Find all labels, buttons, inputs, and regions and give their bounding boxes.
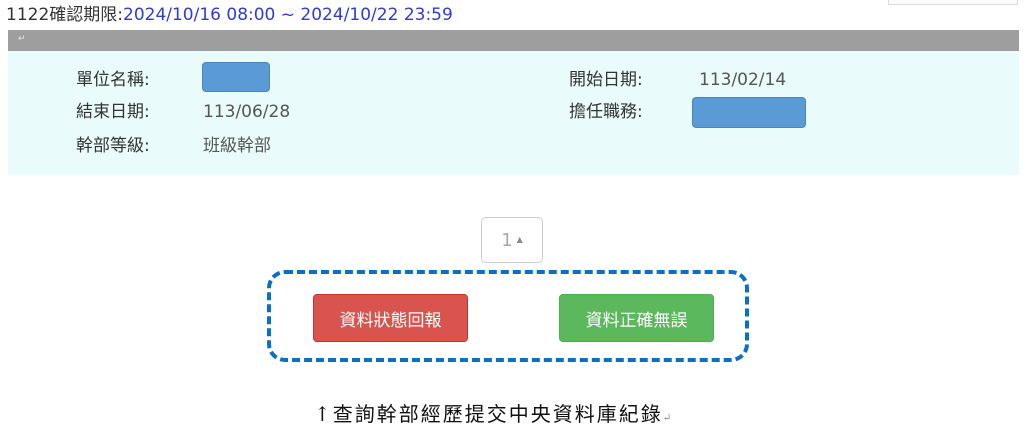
section-header-bar: ↵ bbox=[8, 30, 1019, 51]
confirmation-period-label: 1122確認期限: bbox=[6, 5, 123, 25]
confirmation-period-range: 2024/10/16 08:00 ~ 2024/10/22 23:59 bbox=[123, 5, 453, 25]
instruction-caption: ↑查詢幹部經歷提交中央資料庫紀錄↵ bbox=[314, 400, 671, 433]
position-redacted-value bbox=[692, 97, 806, 128]
position-label: 擔任職務: bbox=[569, 102, 643, 122]
cadre-level-value: 班級幹部 bbox=[203, 136, 271, 156]
caret-up-icon: ▲ bbox=[516, 235, 523, 244]
page-number-selector[interactable]: 1 ▲ bbox=[481, 217, 543, 263]
paragraph-mark: ↵ bbox=[18, 34, 26, 44]
unit-name-redacted-value bbox=[202, 62, 270, 92]
confirmation-period: 1122確認期限:2024/10/16 08:00 ~ 2024/10/22 2… bbox=[6, 3, 453, 27]
end-date-label: 結束日期: bbox=[76, 102, 150, 122]
start-date-label: 開始日期: bbox=[569, 70, 643, 90]
confirm-correct-button[interactable]: 資料正確無誤 bbox=[559, 294, 714, 342]
current-page-number: 1 bbox=[501, 229, 513, 251]
cadre-level-label: 幹部等級: bbox=[76, 136, 150, 156]
paragraph-mark: ↵ bbox=[662, 413, 672, 424]
unit-name-label: 單位名稱: bbox=[76, 70, 150, 90]
start-date-value: 113/02/14 bbox=[699, 70, 787, 90]
report-status-button[interactable]: 資料狀態回報 bbox=[313, 294, 468, 342]
top-right-control bbox=[888, 0, 1018, 5]
action-highlight-frame bbox=[267, 270, 749, 362]
cadre-info-panel: 單位名稱: 開始日期: 113/02/14 結束日期: 113/06/28 擔任… bbox=[8, 51, 1019, 175]
instruction-caption-text: ↑查詢幹部經歷提交中央資料庫紀錄 bbox=[314, 402, 663, 426]
end-date-value: 113/06/28 bbox=[203, 102, 291, 122]
